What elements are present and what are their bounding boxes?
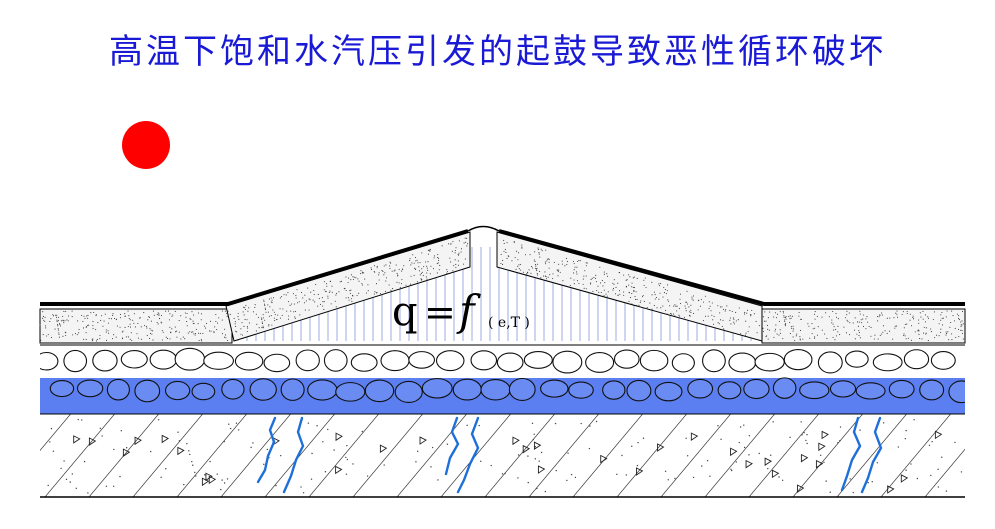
gravel-layer bbox=[40, 344, 965, 415]
vapor-pocket bbox=[232, 247, 762, 341]
formula-equals: = bbox=[424, 290, 456, 334]
formula-subscript: ( e,T ) bbox=[488, 315, 530, 331]
sun-icon bbox=[122, 121, 170, 169]
concrete-cracks bbox=[256, 416, 883, 494]
formula-lhs: q bbox=[392, 289, 418, 335]
screed-layer bbox=[39, 231, 966, 344]
waterproof-membrane bbox=[40, 225, 965, 306]
diagram-title: 高温下饱和水汽压引发的起鼓导致恶性循环破坏 bbox=[109, 32, 886, 72]
concrete-base bbox=[40, 414, 965, 498]
